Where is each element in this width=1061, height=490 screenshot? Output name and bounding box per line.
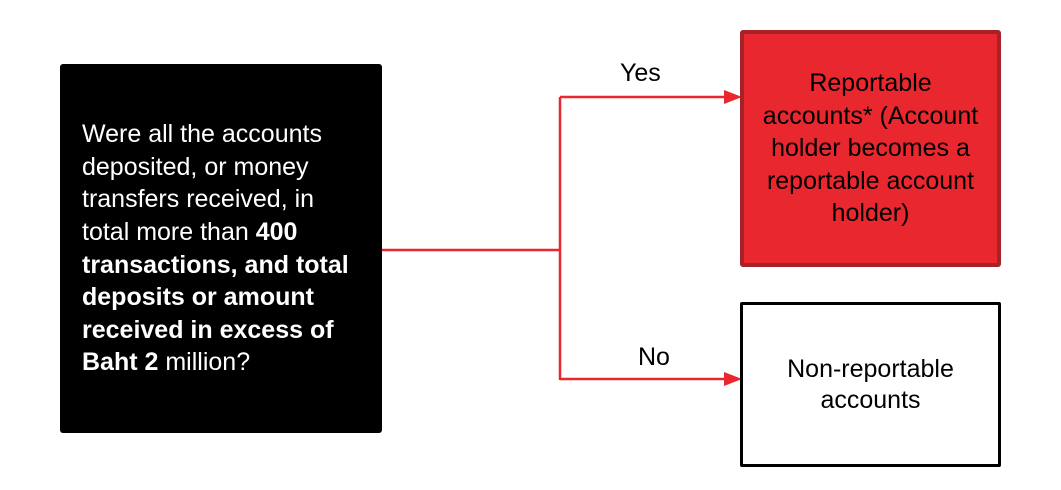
question-box: Were all the accounts deposited, or mone… bbox=[60, 64, 382, 433]
arrow-no-icon bbox=[724, 372, 742, 386]
yes-label: Yes bbox=[620, 59, 661, 87]
arrow-yes-icon bbox=[724, 90, 742, 104]
reportable-accounts-box: Reportable accounts* (Account holder bec… bbox=[740, 30, 1001, 267]
non-reportable-text: Non-reportable accounts bbox=[787, 354, 954, 414]
non-reportable-accounts-box: Non-reportable accounts bbox=[740, 302, 1001, 467]
question-text: Were all the accounts deposited, or mone… bbox=[82, 120, 349, 377]
no-label: No bbox=[638, 343, 670, 371]
reportable-text: Reportable accounts* (Account holder bec… bbox=[762, 69, 979, 228]
